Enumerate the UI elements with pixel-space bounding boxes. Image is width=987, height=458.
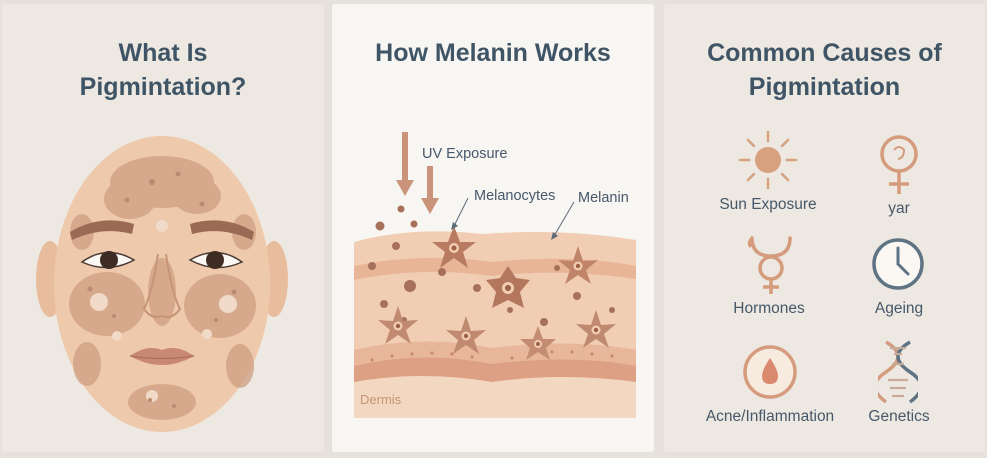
panel-common-causes: Common Causes of Pigmintation Sun Exposu… [664,4,985,452]
hormone-symbol-icon [747,236,792,294]
sun-icon [738,130,798,190]
panel-title-what: What Is Pigmintation? [2,36,324,104]
right-pupil [206,251,224,269]
title-text: How Melanin Works [375,39,611,67]
title-line-1: Common Causes of [707,39,942,67]
dermal-band [354,357,636,384]
cause-label-ageing: Ageing [874,300,924,317]
melanocyte [446,316,486,354]
melanin-pointer [553,201,575,237]
cause-label-hormones: Hormones [733,300,805,317]
cause-label-venus: yar [888,200,910,217]
right-eyebrow [190,220,254,240]
melanocyte-cells [378,226,616,360]
lip-line [129,355,195,360]
label-melanocytes: Melanocytes [474,188,556,204]
nose [142,253,182,319]
panel-title-melanin: How Melanin Works [332,36,654,70]
left-eyebrow [70,220,134,240]
melanocyte [432,226,476,268]
freckles [87,171,237,408]
title-line-2: Pigmintation [748,73,901,101]
venus-icon [880,135,918,194]
skin-cross-section-diagram [354,132,636,418]
melanocyte [520,326,556,360]
title-line-2: Pigmintation? [79,73,247,101]
melanocyte [378,306,418,344]
panel-what-is-pigmentation: What Is Pigmintation? [2,4,324,452]
panel-how-melanin-works: How Melanin Works [332,4,654,452]
lips [130,348,194,365]
label-dermis: Dermis [360,392,402,407]
melanocyte [558,246,598,284]
cause-label-sun: Sun Exposure [719,196,817,213]
cause-label-acne: Acne/Inflammation [705,408,835,425]
title-line-1: What Is [118,39,208,67]
face-illustration [36,136,288,432]
dna-icon [878,340,918,404]
melanocytes-pointer [453,197,469,227]
melanocyte [576,310,616,348]
melanin-pointer-head [551,232,558,240]
light-spots [90,220,237,402]
left-pupil [100,251,118,269]
clock-icon [872,238,924,290]
dermis-layer [354,376,636,418]
melanocyte [486,266,530,308]
melanocytes-pointer-head [451,222,458,230]
label-uv-exposure: UV Exposure [422,146,508,162]
label-melanin: Melanin [578,190,629,206]
cause-label-genetics: Genetics [868,408,930,425]
panel-title-causes: Common Causes of Pigmintation [664,36,985,104]
inflammation-drop-icon [743,345,797,399]
uv-arrows [396,132,439,214]
